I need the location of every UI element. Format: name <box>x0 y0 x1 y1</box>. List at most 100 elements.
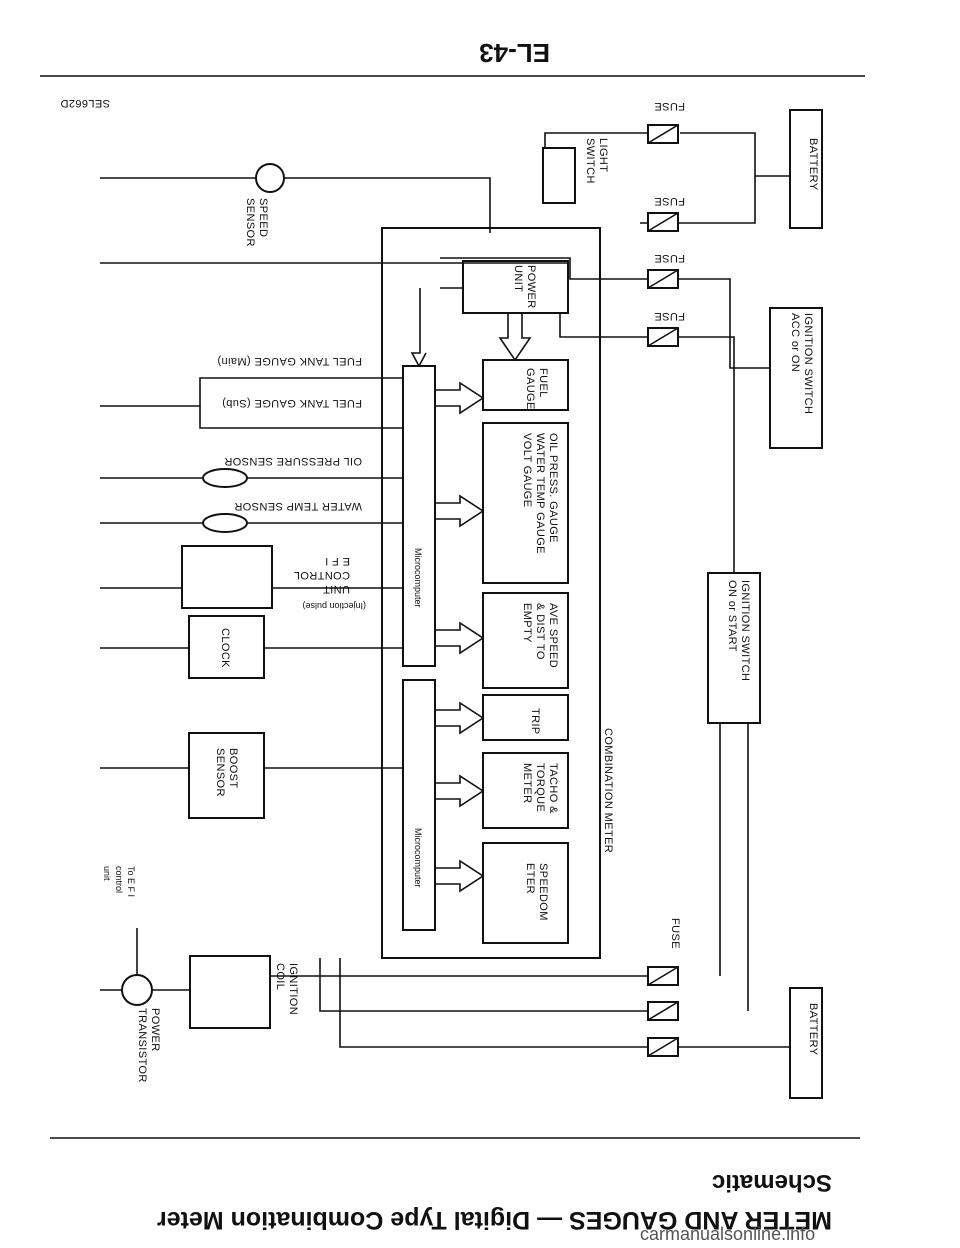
power-transistor <box>121 974 153 1006</box>
ignition-switch-acc <box>769 307 823 449</box>
microcomputer-2 <box>402 679 436 931</box>
fuse-label-2: FUSE <box>654 195 685 207</box>
trip-label: TRIP <box>529 708 541 735</box>
wire-ign-acc <box>678 278 770 369</box>
fuse-label-5: FUSE <box>669 918 681 949</box>
ign-start-label-1: IGNITION SWITCH <box>739 580 751 681</box>
efi-label-3: UNIT <box>323 583 350 595</box>
wire-fuse3 <box>440 257 648 280</box>
efi-label-1: E F I <box>325 555 350 567</box>
wire-fuse6 <box>319 958 648 1012</box>
speed-sensor <box>255 163 285 193</box>
ptr-label-1: POWER <box>149 1008 161 1052</box>
water-temp-sensor <box>202 513 248 533</box>
arrow-pu-fuel <box>498 313 532 362</box>
arrow-owv <box>435 494 485 528</box>
fuse-3-slash <box>647 269 679 289</box>
fuel-gauge-label-1: FUEL <box>537 368 549 398</box>
speedometer-label-1: SPEEDOM <box>537 863 549 921</box>
fuel-tank-sub-label: FUEL TANK GAUGE (Sub) <box>222 397 362 409</box>
combination-meter-label: COMBINATION METER <box>602 728 614 853</box>
power-unit-label-1: POWER <box>525 265 537 309</box>
ignition-coil <box>189 955 271 1029</box>
light-switch <box>542 147 576 204</box>
boost-sensor-box <box>188 732 265 819</box>
ign-acc-label-1: IGNITION SWITCH <box>802 313 814 414</box>
wire-fuel-sub <box>199 406 403 429</box>
trip-box <box>482 694 569 741</box>
arrow-pu-micro <box>410 288 427 368</box>
ptr-label-2: TRANSISTOR <box>136 1008 148 1083</box>
clock-label: CLOCK <box>219 628 231 668</box>
power-unit-label-2: UNIT <box>512 265 524 292</box>
microcomputer-1 <box>402 365 436 667</box>
fuse-2-slash <box>647 212 679 232</box>
fuse-label-1: FUSE <box>654 100 685 112</box>
section-title: Schematic <box>711 1169 832 1196</box>
microcomputer-1-label: Microcomputer <box>413 548 423 608</box>
figure-code: SEL662D <box>60 97 110 109</box>
arrow-ave <box>435 621 485 655</box>
fuse-6-slash <box>647 1001 679 1021</box>
efi-label-2: CONTROL <box>293 569 350 581</box>
boost-label-1: BOOST <box>227 748 239 789</box>
ign-start-label-2: ON or START <box>726 580 738 652</box>
tacho-label-3: METER <box>521 763 533 804</box>
arrow-speedo <box>435 859 485 893</box>
to-efi-label-1: To E F I <box>126 866 136 897</box>
arrow-fuel <box>435 381 485 415</box>
combination-meter <box>381 227 601 959</box>
fuse-1-slash <box>647 124 679 144</box>
speedometer-box <box>482 842 569 944</box>
wire-fuel-main <box>100 377 403 407</box>
owv-label-1: OIL PRESS. GAUGE <box>547 433 559 543</box>
to-efi-label-2: control <box>114 866 124 893</box>
ave-label-1: AVE SPEED <box>547 603 559 668</box>
oil-pressure-sensor <box>202 468 248 488</box>
tacho-label-1: TACHO & <box>547 763 559 814</box>
battery-bottom <box>789 987 823 1099</box>
wire-ign-start <box>678 336 735 573</box>
fuel-gauge-label-2: GAUGE <box>524 368 536 410</box>
fuel-tank-main-label: FUEL TANK GAUGE (Main) <box>217 355 362 367</box>
wire-fuse7 <box>339 958 648 1048</box>
speed-sensor-label-1: SPEED <box>257 198 269 237</box>
ignition-switch-start <box>707 572 761 724</box>
arrow-trip <box>435 701 485 735</box>
fuse-label-4: FUSE <box>654 310 685 322</box>
efi-control-unit <box>181 545 273 609</box>
fuel-gauge <box>482 359 569 411</box>
light-switch-label-2: SWITCH <box>584 138 596 184</box>
owv-label-2: WATER TEMP GAUGE <box>534 433 546 554</box>
light-switch-label-1: LIGHT <box>597 138 609 172</box>
ave-label-3: EMPTY <box>521 603 533 643</box>
to-efi-label-3: unit <box>102 866 112 881</box>
battery-top <box>789 109 823 229</box>
owv-label-3: VOLT GAUGE <box>521 433 533 508</box>
wire-speed <box>284 177 491 233</box>
battery-top-label: BATTERY <box>807 138 819 191</box>
fuse-5-slash <box>647 966 679 986</box>
tacho-label-2: TORQUE <box>534 763 546 812</box>
boost-label-2: SENSOR <box>214 748 226 797</box>
fuse-7-slash <box>647 1037 679 1057</box>
oil-water-volt-gauge <box>482 422 569 584</box>
battery-bottom-label: BATTERY <box>807 1003 819 1056</box>
arrow-tacho <box>435 774 485 808</box>
watermark: carmanualsonline.info <box>640 1224 816 1244</box>
water-temp-label: WATER TEMP SENSOR <box>234 500 362 512</box>
injection-pulse-label: (Injection pulse) <box>302 601 366 611</box>
ign-coil-label-1: IGNITION <box>287 963 299 1015</box>
wire-ls <box>544 132 648 148</box>
ave-label-2: & DIST TO <box>534 603 546 660</box>
oil-pressure-label: OIL PRESSURE SENSOR <box>224 455 362 467</box>
speed-sensor-label-2: SENSOR <box>244 198 256 247</box>
fuse-label-3: FUSE <box>654 252 685 264</box>
wire-bat1 <box>680 132 790 177</box>
fuse-4-slash <box>647 327 679 347</box>
ign-acc-label-2: ACC or ON <box>789 313 801 372</box>
speedometer-label-2: ETER <box>524 863 536 894</box>
